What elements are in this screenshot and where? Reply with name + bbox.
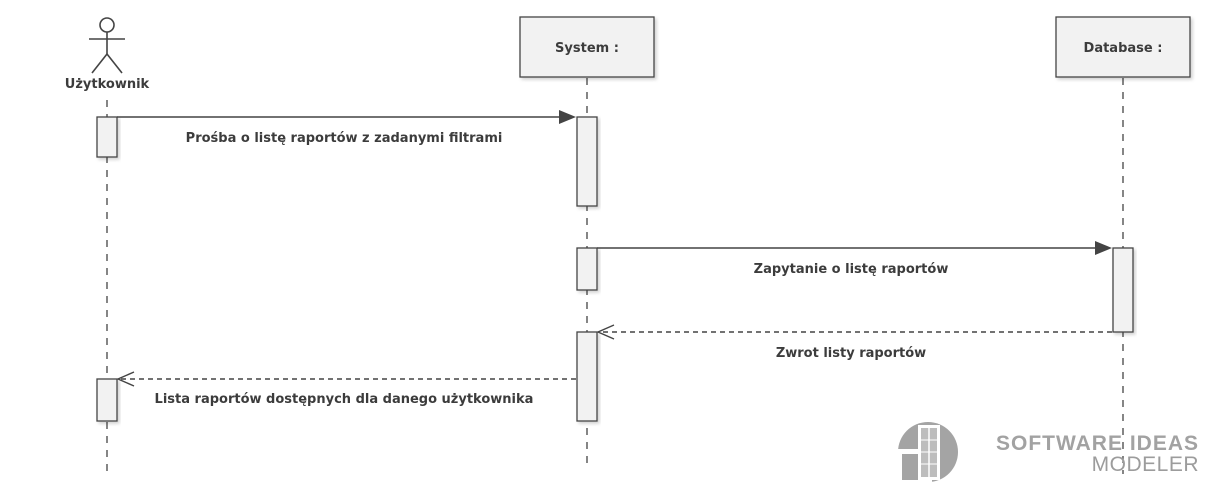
participant-system[interactable]: System : <box>519 16 655 78</box>
message-request-reports[interactable]: Prośba o listę raportów z zadanymi filtr… <box>117 110 576 146</box>
software-ideas-logo-icon <box>898 422 958 482</box>
filled-arrowhead-icon <box>1095 241 1112 255</box>
activation-system-1 <box>576 116 598 207</box>
message-reports-list[interactable]: Lista raportów dostępnych dla danego uży… <box>116 371 576 407</box>
activation-database-1 <box>1112 247 1134 333</box>
actor-user-name: Użytkownik <box>65 77 150 92</box>
open-arrowhead-icon <box>116 371 135 387</box>
message-1-label: Prośba o listę raportów z zadanymi filtr… <box>186 131 503 146</box>
watermark: SOFTWARE IDEAS MODELER <box>898 422 1199 482</box>
activation-system-2 <box>576 247 598 291</box>
open-arrowhead-icon <box>596 324 615 340</box>
participant-database[interactable]: Database : <box>1055 16 1191 78</box>
activation-user-1 <box>96 116 118 158</box>
watermark-line1: SOFTWARE IDEAS <box>996 432 1199 455</box>
filled-arrowhead-icon <box>559 110 576 124</box>
actor-user[interactable]: Użytkownik <box>65 17 150 92</box>
message-return-reports[interactable]: Zwrot listy raportów <box>596 324 1112 361</box>
message-query-reports[interactable]: Zapytanie o listę raportów <box>597 241 1112 277</box>
actor-figure-icon <box>89 17 125 74</box>
participant-system-name: System : <box>555 41 619 56</box>
watermark-line2: MODELER <box>1092 453 1199 476</box>
participant-database-box <box>1055 16 1191 78</box>
message-3-label: Zwrot listy raportów <box>776 346 926 361</box>
message-2-label: Zapytanie o listę raportów <box>754 262 949 277</box>
message-4-label: Lista raportów dostępnych dla danego uży… <box>155 392 534 407</box>
activation-user-2 <box>96 378 118 422</box>
participant-database-name: Database : <box>1084 41 1163 56</box>
participant-system-box <box>519 16 655 78</box>
activation-system-3 <box>576 331 598 422</box>
